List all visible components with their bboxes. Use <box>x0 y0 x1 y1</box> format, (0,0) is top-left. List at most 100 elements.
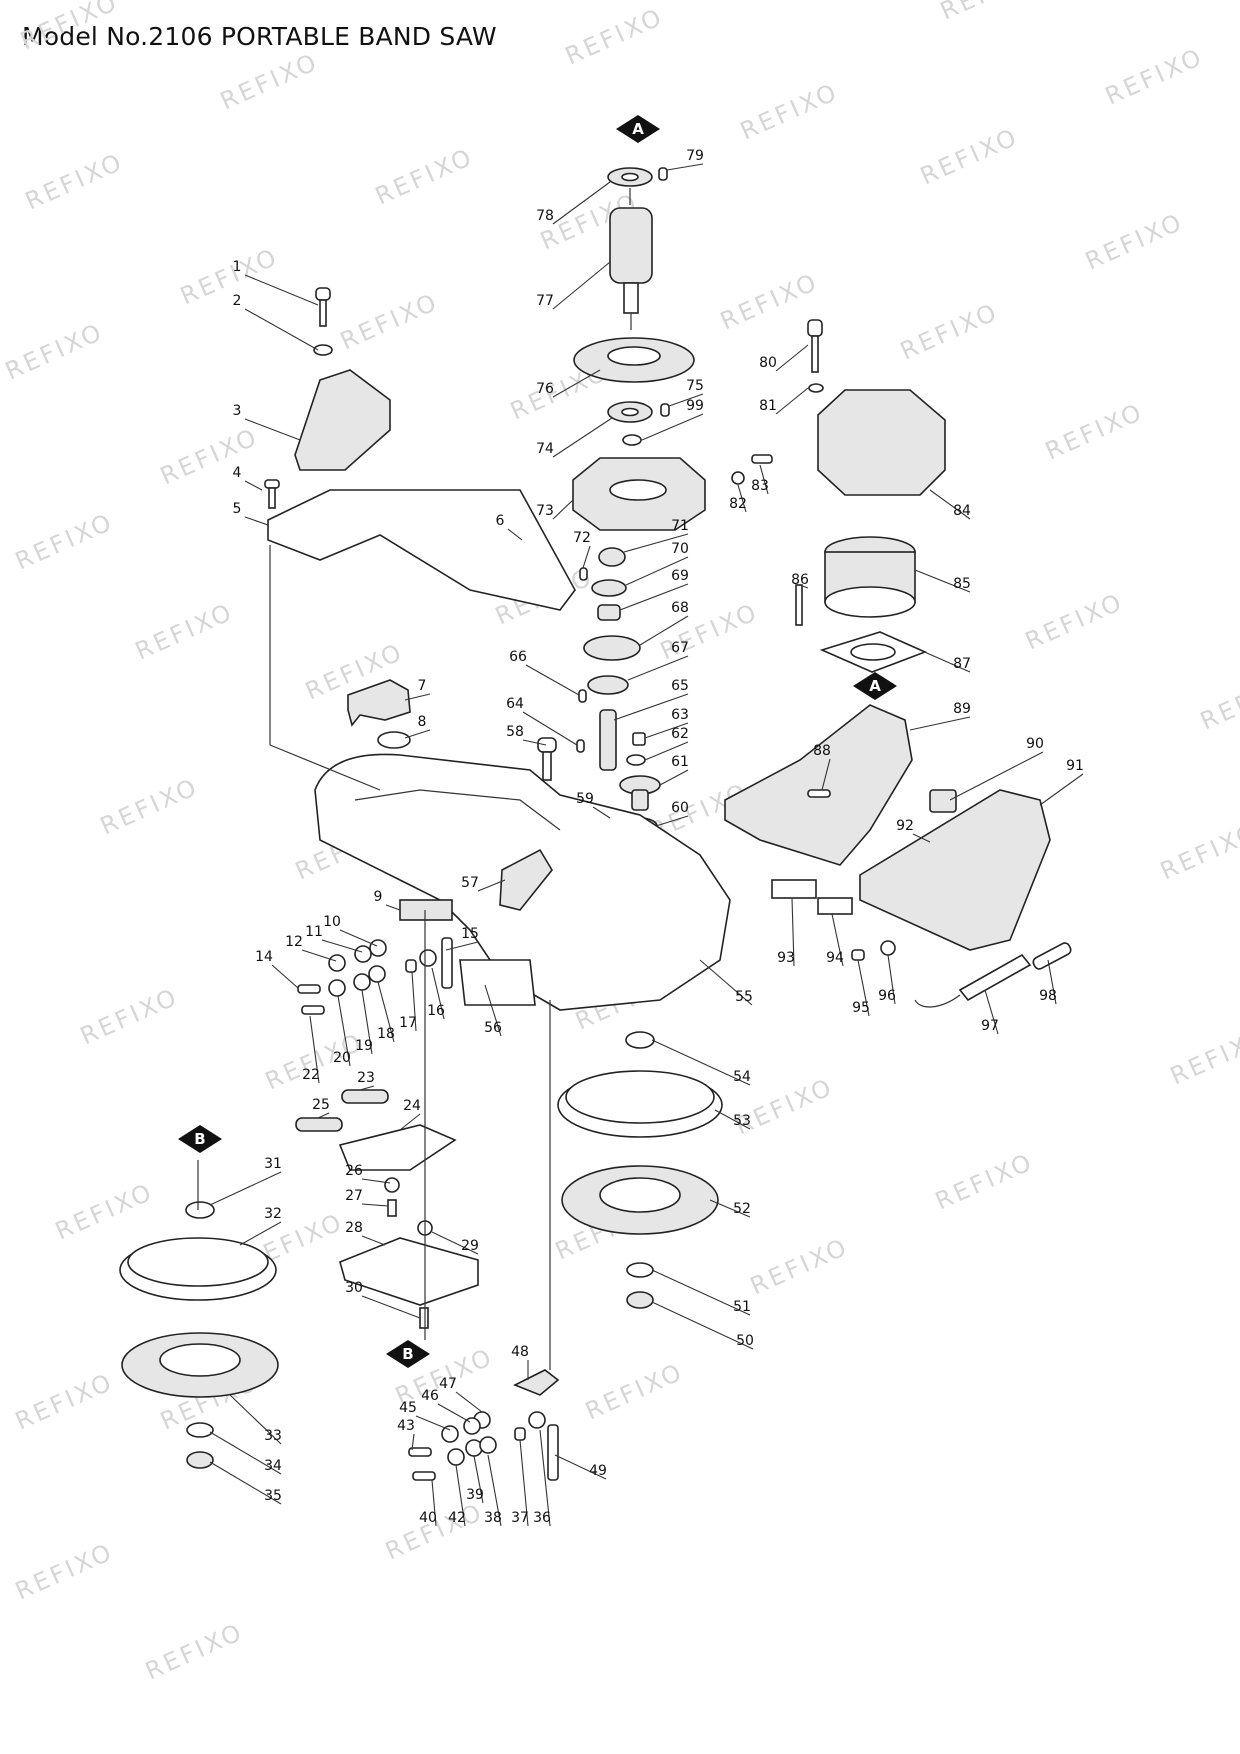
leader-line-55 <box>699 959 753 1006</box>
leader-line-18 <box>377 981 395 1043</box>
part-number-label-35: 35 <box>264 1488 282 1504</box>
leader-line-32 <box>239 1221 282 1246</box>
watermark-text: REFIXO <box>1101 42 1208 110</box>
part-63 <box>632 732 646 746</box>
marker-letter: B <box>194 1130 205 1148</box>
part-number-label-78: 78 <box>536 208 554 224</box>
leader-line-30 <box>361 1295 421 1319</box>
part-number-label-10: 10 <box>323 914 341 930</box>
part-number-label-17: 17 <box>399 1015 417 1031</box>
watermark-text: REFIXO <box>1041 397 1148 465</box>
leader-line-63 <box>644 722 689 739</box>
part-number-label-75: 75 <box>686 378 704 394</box>
leader-line-23 <box>359 1085 375 1091</box>
watermark-text: REFIXO <box>1081 207 1188 275</box>
shaft-65 <box>599 709 617 771</box>
part-number-label-57: 57 <box>461 875 479 891</box>
leader-line-73 <box>552 499 574 520</box>
part-number-label-30: 30 <box>345 1280 363 1296</box>
leader-line-16 <box>431 967 445 1020</box>
switch-90 <box>929 789 957 813</box>
part-number-label-42: 42 <box>448 1510 466 1526</box>
leader-line-82 <box>737 484 747 513</box>
part-number-label-27: 27 <box>345 1188 363 1204</box>
part-number-label-5: 5 <box>233 501 242 517</box>
leader-line-81 <box>775 387 809 415</box>
leader-line-38 <box>487 1454 502 1527</box>
leader-line-39 <box>473 1455 484 1504</box>
leader-line-67 <box>627 655 689 681</box>
leader-line-43 <box>411 1433 415 1451</box>
leader-line-87 <box>919 649 971 673</box>
part-number-label-48: 48 <box>511 1344 529 1360</box>
part-35 <box>186 1451 214 1469</box>
washer-8 <box>377 731 411 749</box>
leader-line-15 <box>445 941 479 951</box>
watermark-text: REFIXO <box>11 1537 118 1605</box>
part-75 <box>660 403 670 417</box>
part-number-label-62: 62 <box>671 726 689 742</box>
part-number-label-32: 32 <box>264 1206 282 1222</box>
part-number-label-77: 77 <box>536 293 554 309</box>
leader-line-31 <box>209 1171 282 1206</box>
part-number-label-37: 37 <box>511 1510 529 1526</box>
part-number-label-14: 14 <box>255 949 273 965</box>
plate-28 <box>339 1237 479 1306</box>
marker-letter: A <box>632 120 644 138</box>
armature-77 <box>609 207 653 284</box>
leader-line-85 <box>914 569 971 593</box>
screw-30 <box>419 1307 429 1329</box>
leader-line-84 <box>929 489 971 520</box>
part-number-label-84: 84 <box>953 503 971 519</box>
leader-line-89 <box>909 716 971 731</box>
leader-line-66 <box>525 664 580 696</box>
leader-line-54 <box>651 1039 751 1086</box>
leader-line-86 <box>799 584 809 589</box>
leader-line-60 <box>655 815 689 827</box>
watermark-text: REFIXO <box>1021 587 1128 655</box>
watermark-text: REFIXO <box>1 317 108 385</box>
part-number-label-11: 11 <box>305 924 323 940</box>
watermark-text: REFIXO <box>176 242 283 310</box>
part-64 <box>576 739 585 753</box>
marker-a-right <box>853 672 897 700</box>
part-number-label-94: 94 <box>826 950 844 966</box>
page-title: Model No.2106 PORTABLE BAND SAW <box>22 22 497 51</box>
leader-line-70 <box>625 556 689 586</box>
washer-54 <box>625 1031 655 1049</box>
leader-line-22 <box>309 1015 320 1084</box>
leader-line-36 <box>539 1429 551 1527</box>
watermark-text: REFIXO <box>76 982 183 1050</box>
leader-line-3 <box>244 418 301 441</box>
leader-line-83 <box>759 464 769 495</box>
cord-guard-97 <box>958 953 1032 1002</box>
leader-line-2 <box>244 308 319 351</box>
marker-a-top <box>616 115 660 143</box>
part-number-label-89: 89 <box>953 701 971 717</box>
leader-line-12 <box>301 949 337 962</box>
leader-line-91 <box>1039 773 1084 806</box>
part-69 <box>597 604 621 621</box>
leader-line-76 <box>552 369 601 398</box>
part-number-label-61: 61 <box>671 754 689 770</box>
part-number-label-81: 81 <box>759 398 777 414</box>
washer-31 <box>185 1201 215 1219</box>
leader-line-7 <box>404 693 431 701</box>
handle-cover-91 <box>859 789 1051 951</box>
leader-line-62 <box>644 741 689 761</box>
marker-letter: B <box>402 1345 413 1363</box>
guide-57 <box>499 848 553 911</box>
leader-line-69 <box>619 583 689 611</box>
watermark-text: REFIXO <box>896 297 1003 365</box>
watermark-text: REFIXO <box>931 1147 1038 1215</box>
watermark-text: REFIXO <box>561 2 668 70</box>
watermark-text: REFIXO <box>216 47 323 115</box>
leader-line-80 <box>775 344 809 372</box>
plate-24 <box>338 1124 457 1171</box>
part-number-label-20: 20 <box>333 1050 351 1066</box>
part-number-label-64: 64 <box>506 696 524 712</box>
watermark-text: REFIXO <box>716 267 823 335</box>
part-number-label-72: 72 <box>573 530 591 546</box>
marker-b-left <box>178 1125 222 1153</box>
